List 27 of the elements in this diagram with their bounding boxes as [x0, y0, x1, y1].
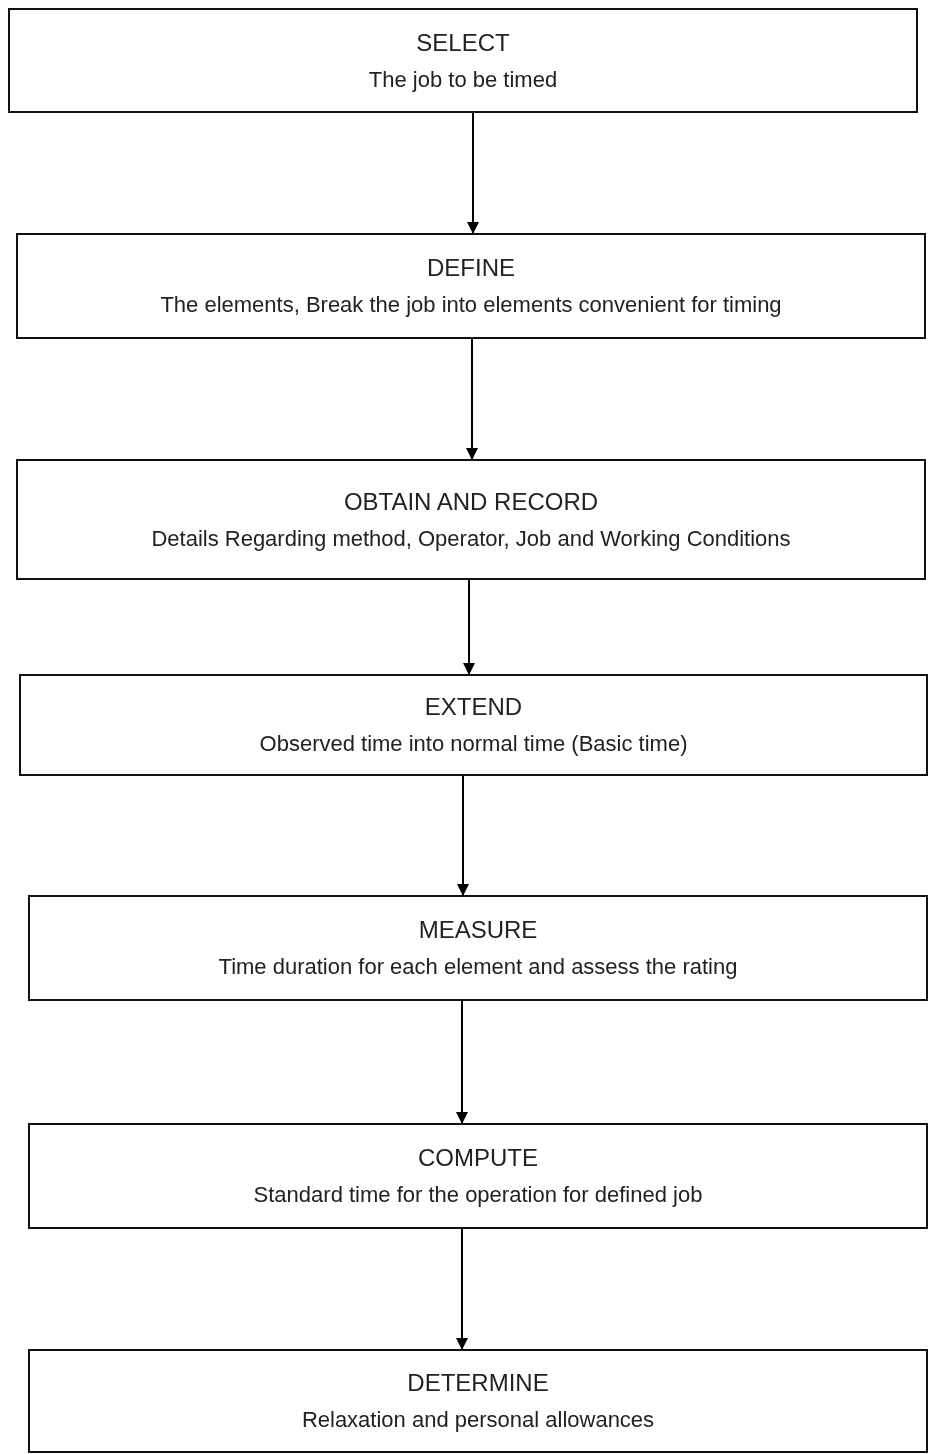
step-description: Standard time for the operation for defined job: [253, 1182, 703, 1208]
step-description: Relaxation and personal allowances: [301, 1407, 655, 1433]
arrow: [457, 775, 469, 896]
step-title: DEFINE: [427, 254, 515, 282]
process-box: [28, 1123, 928, 1229]
process-box: [8, 8, 918, 113]
arrow: [463, 579, 475, 675]
arrow: [467, 112, 479, 234]
process-box: [16, 459, 926, 580]
process-box: [28, 895, 928, 1001]
step-title: COMPUTE: [418, 1144, 538, 1172]
step-description: The elements, Break the job into elements convenient for timing: [160, 292, 782, 318]
process-box: [19, 674, 928, 776]
step-title: DETERMINE: [407, 1369, 549, 1397]
step-description: Observed time into normal time (Basic time): [259, 731, 688, 757]
step-title: MEASURE: [418, 916, 538, 944]
process-box: [28, 1349, 928, 1453]
step-title: OBTAIN AND RECORD: [343, 487, 599, 516]
process-box: [16, 233, 926, 339]
arrow: [456, 1228, 468, 1350]
step-description: Details Regarding method, Operator, Job and Working Conditions: [151, 525, 791, 552]
step-title: SELECT: [416, 28, 510, 57]
step-description: The job to be timed: [368, 66, 558, 93]
arrow: [466, 338, 478, 460]
step-description: Time duration for each element and assess the rating: [218, 954, 738, 980]
step-title: EXTEND: [424, 693, 523, 721]
arrow: [456, 1000, 468, 1124]
